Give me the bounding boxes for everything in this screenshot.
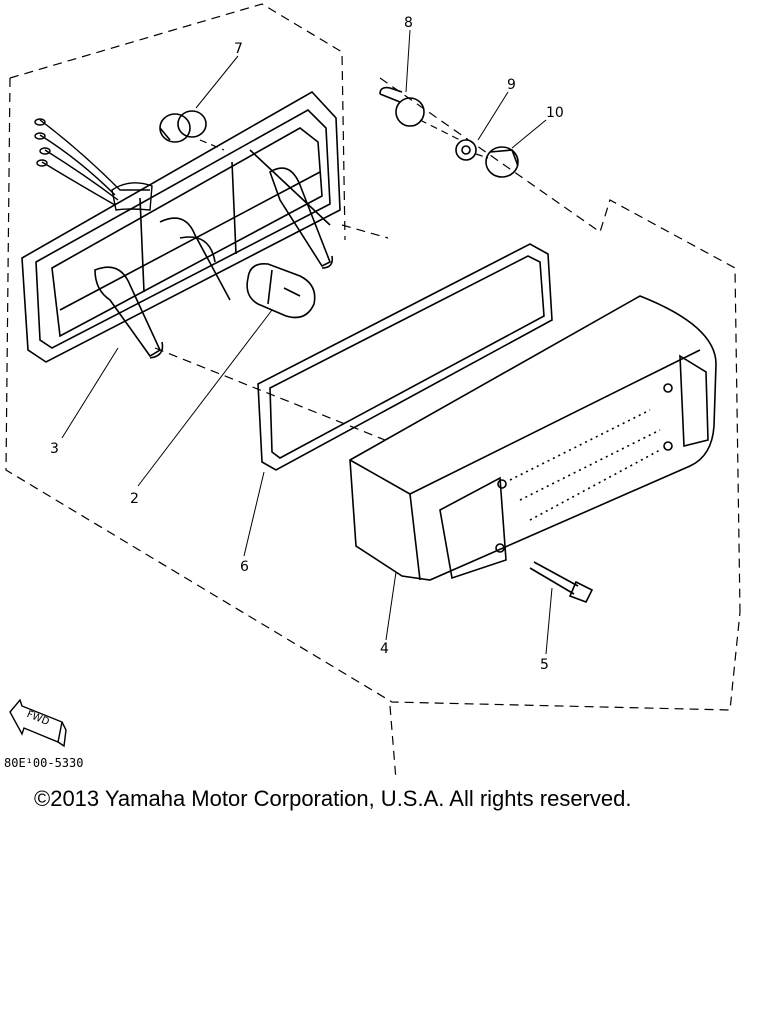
grommet-part — [160, 111, 206, 142]
callout-label: 4 — [380, 641, 389, 657]
callout-label: 10 — [546, 105, 564, 121]
callout-label: 5 — [540, 657, 549, 673]
washer-part — [456, 140, 476, 160]
callout-label: 2 — [130, 491, 139, 507]
bolt-part — [530, 562, 592, 602]
assembly-frame — [6, 4, 740, 780]
fwd-arrow-icon — [10, 700, 66, 746]
screw-part — [380, 88, 424, 126]
nut-part — [486, 147, 518, 177]
callout-label: 7 — [234, 41, 243, 57]
leader-lines — [200, 120, 488, 158]
exploded-parts-diagram: 7 8 9 10 3 2 6 4 5 FWD — [0, 0, 768, 780]
bulb-part — [247, 264, 315, 318]
gasket-part — [258, 244, 552, 470]
lamp-base-housing — [22, 92, 340, 362]
callout-label: 6 — [240, 559, 249, 575]
callout-label: 8 — [404, 15, 413, 31]
wire-harness — [35, 119, 152, 210]
diagram-drawing — [0, 0, 768, 780]
callout-leaders — [62, 30, 552, 654]
copyright-notice: ©2013 Yamaha Motor Corporation, U.S.A. A… — [34, 786, 632, 811]
diagram-code: 80E¹00-5330 — [4, 756, 84, 770]
callout-label: 9 — [507, 77, 516, 93]
lens-part — [350, 296, 716, 580]
callout-label: 3 — [50, 441, 59, 457]
